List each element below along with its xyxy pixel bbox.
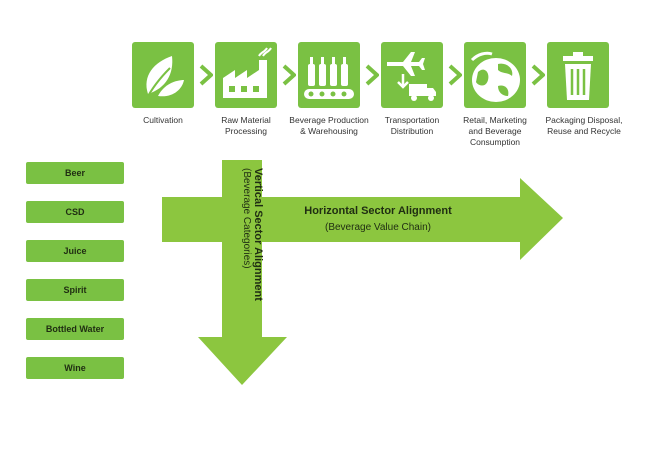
category-csd: CSD [26,201,124,223]
production-tile [298,42,360,108]
trash-bin-icon [563,52,593,100]
horizontal-alignment-arrow [162,178,563,260]
category-bottled-water: Bottled Water [26,318,124,340]
globe-icon [470,51,520,102]
category-juice: Juice [26,240,124,262]
chevron-right-icon [448,64,462,86]
step-label-retail: Retail, Marketing and Beverage Consumpti… [463,115,527,147]
bottling-line-icon [304,57,354,99]
factory-icon [223,47,272,98]
chevron-right-icon [282,64,296,86]
vertical-alignment-arrow [198,160,287,385]
category-wine: Wine [26,357,124,379]
step-label-production: Beverage Production & Warehousing [289,115,369,136]
vertical-arrow-subtitle: (Beverage Categories) [241,168,252,269]
raw-material-tile [215,42,277,108]
airplane-truck-icon [387,52,436,101]
cultivation-tile [132,42,194,108]
step-label-transportation: Transportation Distribution [384,115,440,136]
chevron-right-icon [199,64,213,86]
step-label-raw-material: Raw Material Processing [221,115,271,136]
category-beer: Beer [26,162,124,184]
transportation-tile [381,42,443,108]
step-label-cultivation: Cultivation [143,115,183,125]
chevron-right-icon [365,64,379,86]
vertical-arrow-title: Vertical Sector Alignment [252,168,264,301]
category-spirit: Spirit [26,279,124,301]
chevron-right-icon [531,64,545,86]
step-label-recycling: Packaging Disposal, Reuse and Recycle [545,115,623,136]
vertical-arrow-label: Vertical Sector Alignment (Beverage Cate… [241,168,264,358]
retail-tile [464,42,526,108]
horizontal-arrow-subtitle: (Beverage Value Chain) [325,222,431,233]
horizontal-arrow-title: Horizontal Sector Alignment [304,205,452,217]
leaves-icon [145,56,184,101]
recycling-tile [547,42,609,108]
